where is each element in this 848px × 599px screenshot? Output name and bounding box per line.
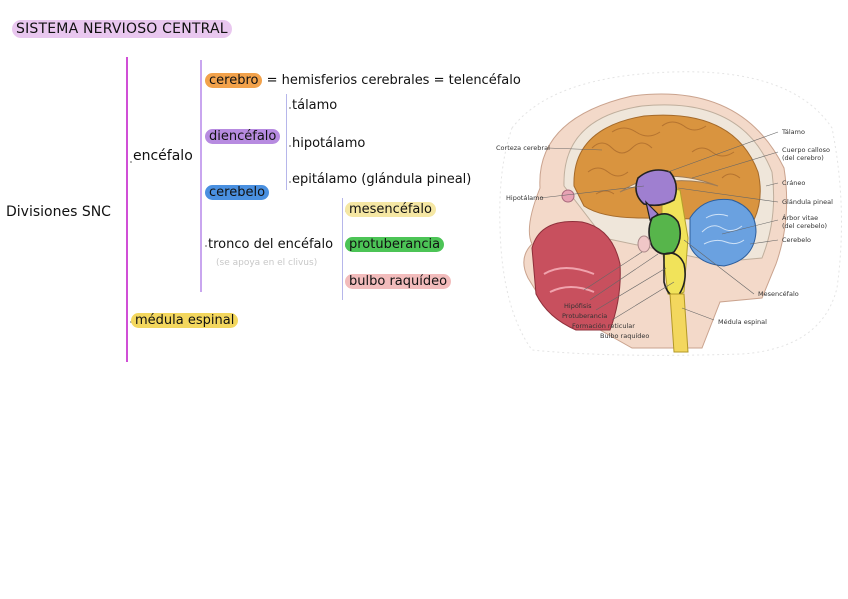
label-hipofisis: Hipófisis xyxy=(564,302,592,310)
node-diencefalo: diencéfalo xyxy=(205,129,281,144)
connector-dot xyxy=(289,181,291,183)
node-talamo: tálamo xyxy=(292,98,338,113)
connector-dot xyxy=(205,245,207,247)
label-arbor2: (del cerebelo) xyxy=(782,222,827,230)
label-medula: Médula espinal xyxy=(718,318,767,326)
node-bulbo: bulbo raquídeo xyxy=(345,274,452,289)
node-epitalamo: epitálamo (glándula pineal) xyxy=(292,172,472,187)
node-protuberancia: protuberancia xyxy=(345,237,445,252)
label-cerebelo: Cerebelo xyxy=(782,236,811,244)
encefalo-branch-line xyxy=(200,60,202,292)
node-protuberancia-wrap: protuberancia xyxy=(345,237,445,252)
diencefalo-branch-line xyxy=(286,94,287,190)
medulla-region xyxy=(663,252,686,298)
brain-sagittal-figure: Corteza cerebral Hipotálamo Hipófisis Pr… xyxy=(496,71,842,356)
cerebellum xyxy=(689,198,757,267)
label-pineal: Glándula pineal xyxy=(782,198,833,206)
nasal-cavity xyxy=(531,221,621,331)
node-tronco: tronco del encéfalo xyxy=(208,237,334,252)
label-cuerpo2: (del cerebro) xyxy=(782,154,824,162)
node-cerebelo: cerebelo xyxy=(205,185,270,200)
node-cerebro-row: cerebro = hemisferios cerebrales = telen… xyxy=(205,73,521,88)
root-node: Divisiones SNC xyxy=(6,204,111,220)
label-talamo: Tálamo xyxy=(781,128,805,136)
thalamus-region xyxy=(635,169,678,207)
connector-dot xyxy=(289,145,291,147)
node-cerebro: cerebro xyxy=(205,73,263,88)
node-bulbo-wrap: bulbo raquídeo xyxy=(345,274,452,289)
node-encefalo: encéfalo xyxy=(133,148,193,164)
label-craneo: Cráneo xyxy=(782,179,805,187)
label-bulbo: Bulbo raquídeo xyxy=(600,332,649,340)
node-tronco-hint: (se apoya en el clivus) xyxy=(216,258,318,268)
label-cuerpo1: Cuerpo calloso xyxy=(782,146,830,154)
connector-dot xyxy=(130,161,132,163)
page-title: SISTEMA NERVIOSO CENTRAL xyxy=(12,20,232,38)
tronco-branch-line xyxy=(342,198,343,300)
pons-region xyxy=(648,213,682,255)
node-medula: médula espinal xyxy=(131,313,239,328)
node-cerebelo-wrap: cerebelo xyxy=(205,185,270,200)
label-hipotalamo: Hipotálamo xyxy=(506,194,543,202)
cerebrum xyxy=(573,114,761,221)
connector-dot xyxy=(289,107,291,109)
node-hipotalamo: hipotálamo xyxy=(292,136,366,151)
node-medula-wrap: médula espinal xyxy=(131,313,239,328)
label-formacion: Formación reticular xyxy=(572,322,635,330)
label-protuberancia: Protuberancia xyxy=(562,312,607,320)
label-arbor1: Árbor vitae xyxy=(782,213,818,222)
label-corteza: Corteza cerebral xyxy=(496,144,550,152)
node-cerebro-description: = hemisferios cerebrales = telencéfalo xyxy=(266,73,521,88)
main-branch-line xyxy=(126,57,128,362)
node-mesencefalo-wrap: mesencéfalo xyxy=(345,202,436,217)
node-diencefalo-wrap: diencéfalo xyxy=(205,129,281,144)
node-mesencefalo: mesencéfalo xyxy=(345,202,436,217)
label-mesencefalo: Mesencéfalo xyxy=(758,290,799,298)
